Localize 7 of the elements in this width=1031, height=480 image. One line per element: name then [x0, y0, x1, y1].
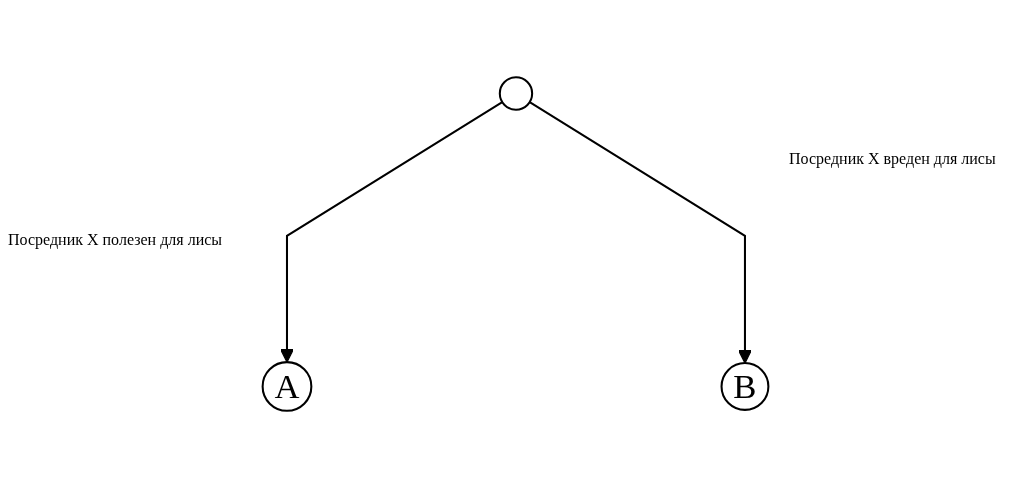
arrow: [280, 101, 503, 363]
node-circle: B: [720, 362, 770, 411]
node-circle: [498, 76, 534, 111]
arrow: [529, 101, 752, 364]
node-circle: A: [261, 361, 313, 412]
note-text: Посредник X вреден для лисы: [788, 150, 997, 168]
note-text: Посредник X полезен для лисы: [7, 231, 224, 249]
